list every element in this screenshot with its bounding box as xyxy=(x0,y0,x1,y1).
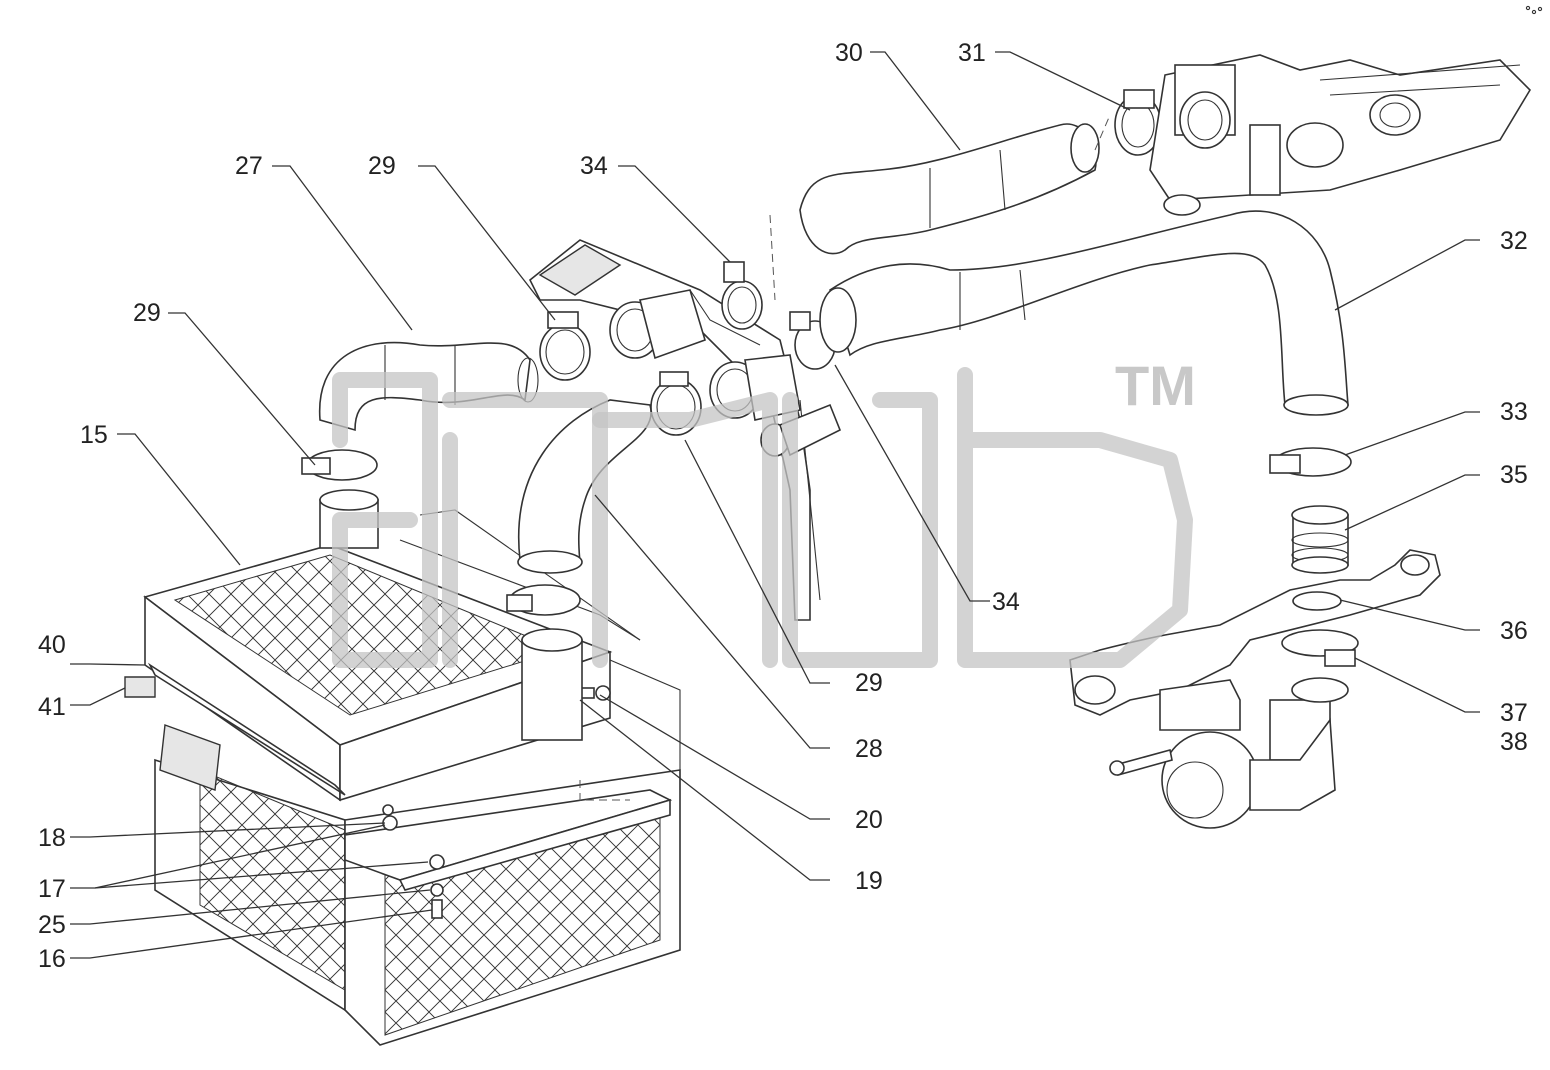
callout-17: 17 xyxy=(38,875,66,903)
callout-41: 41 xyxy=(38,693,66,721)
engine-intake-manifold xyxy=(1149,54,1532,216)
callout-20: 20 xyxy=(855,806,883,834)
radiator-inlet-spigot xyxy=(319,489,583,741)
callout-33: 33 xyxy=(1500,398,1528,426)
assembly-lines xyxy=(579,114,1111,801)
hose-32 xyxy=(819,210,1349,416)
callout-16: 16 xyxy=(38,945,66,973)
sleeve-35 xyxy=(1291,505,1349,574)
callout-30: 30 xyxy=(835,39,863,67)
turbocharger xyxy=(1069,549,1441,829)
callout-35: 35 xyxy=(1500,461,1528,489)
callout-28: 28 xyxy=(855,735,883,763)
callout-labels: 15 16 17 18 19 20 25 27 28 29 29 29 30 3… xyxy=(38,39,1528,973)
callout-36: 36 xyxy=(1500,617,1528,645)
o-ring-36 xyxy=(1292,591,1342,611)
hose-30 xyxy=(799,123,1100,255)
callout-27: 27 xyxy=(235,152,263,180)
callout-29-left: 29 xyxy=(133,299,161,327)
corner-marks xyxy=(1525,5,1543,15)
callout-37: 37 xyxy=(1500,699,1528,727)
mounting-bracket xyxy=(344,685,673,919)
callout-34-top: 34 xyxy=(580,152,608,180)
watermark-trademark: TM xyxy=(1115,354,1196,417)
hose-28 xyxy=(517,399,652,574)
clamps xyxy=(301,89,1359,667)
callout-29-top: 29 xyxy=(368,152,396,180)
callout-34-bottom: 34 xyxy=(992,588,1020,616)
callout-38: 38 xyxy=(1500,728,1528,756)
callout-18: 18 xyxy=(38,824,66,852)
callout-19: 19 xyxy=(855,867,883,895)
callout-25: 25 xyxy=(38,911,66,939)
callout-40: 40 xyxy=(38,631,66,659)
callout-31: 31 xyxy=(958,39,986,67)
watermark-logo: TM xyxy=(332,354,1196,668)
callout-29-bottom: 29 xyxy=(855,669,883,697)
intercooler-bracket-plate xyxy=(528,239,821,621)
callout-32: 32 xyxy=(1500,227,1528,255)
leader-lines xyxy=(70,51,1480,959)
callout-15: 15 xyxy=(80,421,108,449)
